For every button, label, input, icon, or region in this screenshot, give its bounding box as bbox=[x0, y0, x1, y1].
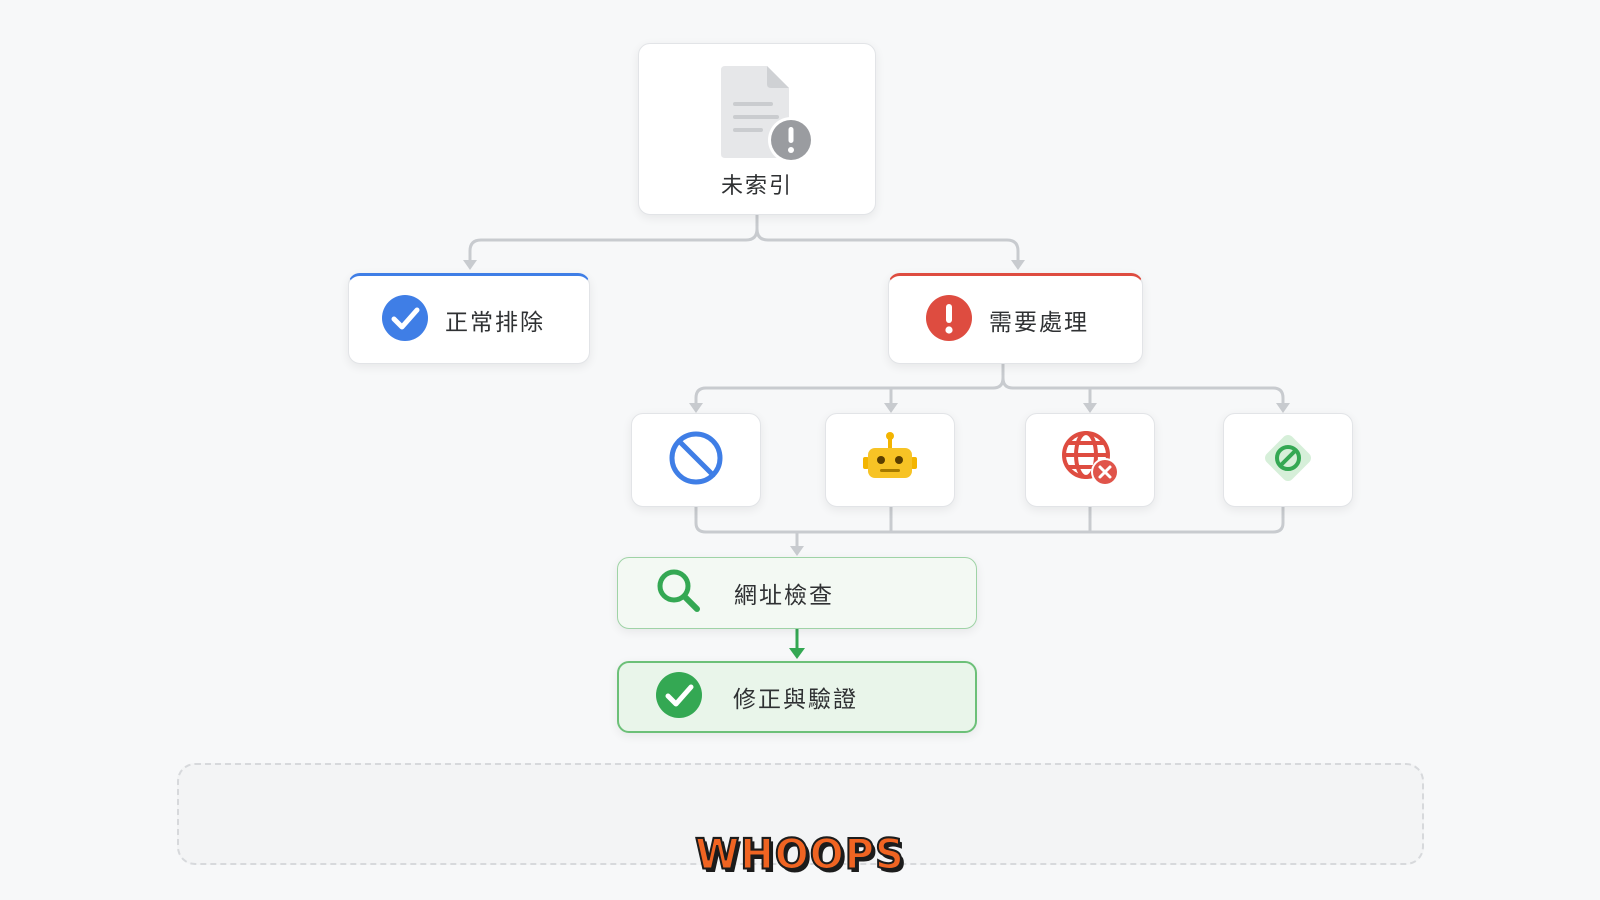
arrowhead-normal bbox=[463, 260, 477, 270]
root-label: 未索引 bbox=[720, 174, 793, 199]
connector-root-branches bbox=[468, 213, 1020, 264]
arrowhead-inspect bbox=[790, 546, 804, 556]
arrowhead-action bbox=[1011, 260, 1025, 270]
cause-robots bbox=[825, 413, 955, 507]
noindex-diamond-icon bbox=[1256, 426, 1320, 494]
step-url-inspection: 網址檢查 bbox=[617, 557, 977, 629]
cause-blocked bbox=[631, 413, 761, 507]
branch-normal-label: 正常排除 bbox=[445, 309, 545, 336]
connector-causes-inspect bbox=[694, 505, 1285, 550]
blue-check-icon bbox=[381, 294, 429, 346]
arrowhead-cause-3 bbox=[1083, 403, 1097, 413]
globe-error-icon bbox=[1059, 428, 1121, 492]
cause-noindex bbox=[1223, 413, 1353, 507]
arrowhead-cause-4 bbox=[1276, 403, 1290, 413]
cause-dns-error bbox=[1025, 413, 1155, 507]
step-fix-validate: 修正與驗證 bbox=[617, 661, 977, 733]
branch-action-label: 需要處理 bbox=[989, 309, 1089, 336]
arrowhead-cause-2 bbox=[884, 403, 898, 413]
step-inspect-label: 網址檢查 bbox=[734, 583, 834, 609]
step-fix-label: 修正與驗證 bbox=[733, 687, 858, 713]
connector-action-causes bbox=[694, 362, 1285, 407]
magnifier-icon bbox=[656, 568, 702, 618]
branch-normal-exclusion: 正常排除 bbox=[348, 273, 590, 364]
document-warning-icon bbox=[719, 66, 819, 170]
dashed-drop-zone bbox=[177, 763, 1424, 865]
red-exclamation-icon bbox=[925, 294, 973, 346]
arrowhead-cause-1 bbox=[689, 403, 703, 413]
branch-action-required: 需要處理 bbox=[888, 273, 1143, 364]
green-check-icon bbox=[655, 671, 703, 723]
whoops-watermark: WHOOPS bbox=[694, 830, 905, 880]
arrowhead-fix bbox=[789, 648, 805, 659]
root-node-unindexed: 未索引 bbox=[638, 43, 876, 215]
robot-icon bbox=[860, 430, 920, 490]
blocked-icon bbox=[668, 430, 724, 490]
